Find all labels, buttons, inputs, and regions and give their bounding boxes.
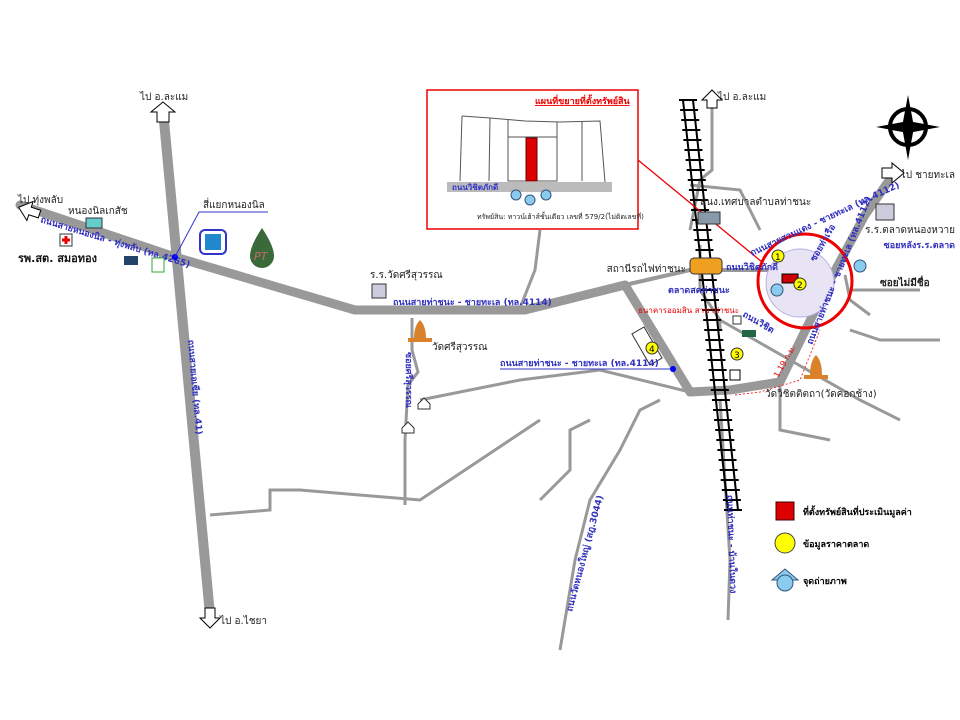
label-road-nonglang: ถนนวัดหนองใหญ่ (สฎ.3044)	[563, 494, 606, 613]
label-road-4114-b: ถนนสายท่าชนะ - ชายทะเล (ทล.4114)	[500, 358, 659, 369]
school-icon	[875, 203, 895, 221]
market-data-marker-4	[645, 341, 659, 355]
arrow-north-left-icon	[149, 101, 177, 123]
school-icon	[371, 283, 387, 299]
seven-eleven-icon	[151, 257, 165, 273]
arrow-south-icon	[198, 607, 222, 629]
inset-title: แผนที่ขยายที่ตั้งทรัพย์สิน	[535, 94, 631, 107]
legend-property-icon	[775, 501, 795, 521]
label-wat-sri: วัดศรีสุวรรณ	[432, 341, 488, 353]
label-to-lamae-2: ไป อ.ละแม	[717, 91, 766, 103]
building-icon	[697, 211, 721, 225]
svg-text:2: 2	[797, 281, 803, 291]
label-intersection: สี่แยกหนองนิล	[203, 197, 265, 211]
label-road-vichit: ถนนวิชิตภักดี	[726, 262, 778, 273]
pt-logo-icon	[250, 228, 274, 268]
arrow-north-right-icon	[700, 89, 724, 109]
legend: ที่ตั้งทรัพย์สินที่ประเมินมูลค่า ข้อมูลร…	[770, 501, 912, 592]
svg-text:PT: PT	[254, 250, 269, 263]
label-soi-lang: ซอยหลังร.ร.ตลาด	[884, 240, 956, 251]
market-data-marker-1	[771, 249, 785, 263]
label-road-4114-a: ถนนสายท่าชนะ - ชายทะเล (ทล.4114)	[393, 297, 552, 308]
arrow-east-icon	[881, 161, 905, 185]
label-municipality: สนง.เทศบาลตำบลท่าชนะ	[700, 197, 811, 208]
temple-icon	[804, 355, 828, 379]
police-icon	[732, 315, 742, 325]
shop-icon	[742, 330, 756, 337]
train-icon	[689, 257, 723, 275]
label-soi-noname: ซอยไม่มีชื่อ	[880, 275, 930, 289]
label-market: ตลาดสดท่าชนะ	[668, 285, 730, 296]
north-compass-icon	[876, 95, 940, 160]
label-soi-sri: ซอยศรีสุวรรณ	[403, 352, 414, 409]
label-station: สถานีรถไฟท่าชนะ	[607, 263, 686, 275]
inset-road-label: ถนนวิชิตภักดี	[452, 182, 498, 192]
legend-photo-icon	[776, 574, 794, 592]
market-data-marker-2	[793, 277, 807, 291]
label-to-beach: ไป ชายทะเล	[900, 169, 955, 181]
legend-market-data-icon	[774, 532, 796, 554]
legend-photo-point: จุดถ่ายภาพ	[803, 576, 847, 587]
label-to-chaiya: ไป อ.ไชยา	[219, 615, 267, 627]
label-wat-vichit: วัดวิชิตติตถา(วัดคอกช้าง)	[765, 388, 877, 400]
arrow-west-icon	[17, 200, 42, 222]
shop-icon	[124, 256, 138, 265]
label-to-lamae: ไป อ.ละแม	[139, 91, 188, 103]
inset-map: แผนที่ขยายที่ตั้งทรัพย์สิน ถนนวิชิตภักดี…	[426, 89, 644, 230]
photo-point-icon	[770, 283, 784, 297]
legend-market-data: ข้อมูลราคาตลาด	[803, 539, 869, 550]
label-school-sri: ร.ร.วัดศรีสุวรรณ	[370, 269, 443, 281]
house-icon	[417, 397, 431, 410]
label-bank: ธนาคารออมสิน สาขาท่าชนะ	[638, 306, 739, 315]
label-nongnil-kaset: หนองนิลเกสัช	[68, 206, 128, 217]
label-school-talad: ร.ร.ตลาดหนองหวาย	[865, 225, 955, 236]
temple-icon	[408, 320, 432, 342]
market-data-marker-3	[730, 347, 744, 361]
label-road-thachana-south: ถนนท่าชนะ - บ้านในดวง	[724, 495, 739, 594]
inset-caption: ทรัพย์สิน: ทาวน์เฮ้าส์ชั้นเดียว เลขที่ 5…	[477, 210, 644, 221]
svg-text:1: 1	[775, 253, 781, 263]
svg-text:3: 3	[734, 351, 740, 361]
house-icon	[401, 421, 415, 434]
legend-property: ที่ตั้งทรัพย์สินที่ประเมินมูลค่า	[803, 505, 912, 518]
warehouse-icon	[85, 217, 103, 229]
gas-station-icon	[729, 369, 741, 381]
label-to-thungphlap: ไป ทุ่งพลับ	[17, 194, 63, 206]
svg-text:4: 4	[649, 345, 655, 355]
photo-point-icon	[853, 259, 867, 273]
label-hospital: รพ.สต. สมอทอง	[18, 252, 97, 265]
